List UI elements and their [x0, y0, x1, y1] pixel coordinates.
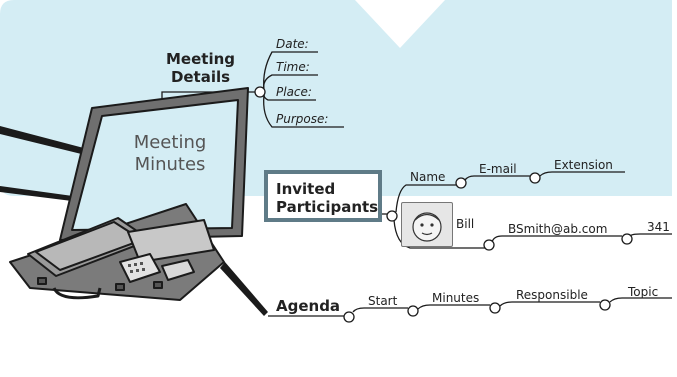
lid-title-line2: Minutes: [134, 154, 206, 175]
agenda-col-topic: Topic: [628, 285, 659, 299]
invited-line1: Invited: [276, 180, 336, 198]
meeting-details-line1: Meeting: [166, 50, 236, 68]
agenda-col-minutes: Minutes: [432, 291, 480, 305]
participant-email: BSmith@ab.com: [508, 222, 608, 236]
field-place: Place:: [276, 85, 312, 99]
face-icon: [412, 212, 442, 242]
meeting-details-line2: Details: [170, 68, 231, 86]
header-extension: Extension: [554, 158, 613, 172]
meeting-details-node: [254, 86, 266, 98]
agenda-connectors: [268, 297, 672, 317]
invited-participants-title: Invited Participants: [276, 180, 378, 216]
briefcase-lid-title: Meeting Minutes: [118, 132, 222, 176]
briefcase-illustration: [9, 87, 249, 301]
field-purpose: Purpose:: [276, 112, 329, 126]
agenda-col-responsible: Responsible: [516, 288, 588, 302]
invited-participants-box: Invited Participants: [264, 170, 382, 222]
header-email: E-mail: [479, 162, 517, 176]
lid-title-line1: Meeting: [133, 132, 207, 153]
header-name: Name: [410, 170, 446, 184]
participant-name: Bill: [456, 217, 475, 231]
field-date: Date:: [276, 37, 309, 51]
banner-notch: [355, 0, 445, 48]
participant-avatar: [401, 202, 453, 247]
agenda-title: Agenda: [276, 297, 341, 315]
meeting-details-title: Meeting Details: [166, 50, 235, 86]
agenda-nodes: [343, 299, 611, 323]
field-time: Time:: [276, 60, 310, 74]
invited-nodes: [386, 172, 633, 251]
agenda-col-start: Start: [368, 294, 398, 308]
invited-line2: Participants: [276, 198, 379, 216]
participant-extension: 341: [647, 220, 670, 234]
